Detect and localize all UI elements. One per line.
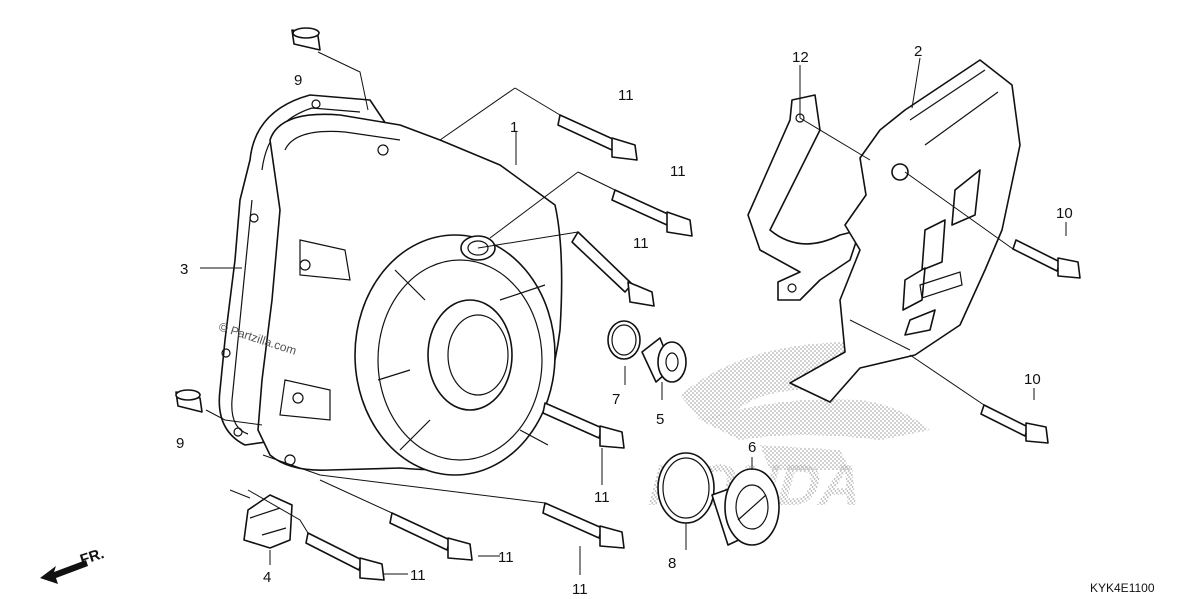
dowel-pin-part-9a [291, 27, 321, 51]
leader-lines [200, 51, 1067, 575]
bolt-part-11g [305, 532, 385, 581]
bolt-part-10b [980, 404, 1049, 444]
callout-11e: 11 [498, 549, 514, 566]
callout-labels: 1 2 3 4 5 6 7 8 9 9 10 10 11 11 11 11 11… [176, 43, 1073, 598]
gasket-part-12 [747, 94, 861, 301]
callout-10b: 10 [1024, 371, 1041, 388]
callout-11f: 11 [410, 567, 426, 584]
bolt-part-11c [571, 231, 655, 307]
dowel-pin-part-9b [175, 389, 203, 413]
callout-4: 4 [263, 569, 271, 586]
side-cover-part-2 [789, 59, 1021, 403]
callout-7: 7 [612, 391, 620, 408]
callout-9a: 9 [294, 72, 302, 89]
callout-9b: 9 [176, 435, 184, 452]
callout-2: 2 [914, 43, 922, 60]
bolt-part-10a [1012, 239, 1081, 279]
callout-11c: 11 [633, 235, 649, 252]
callout-11a: 11 [618, 87, 634, 104]
callout-11d: 11 [594, 489, 610, 506]
bolt-part-11f [389, 512, 473, 561]
bolt-part-11e [542, 502, 625, 549]
callout-5: 5 [656, 411, 664, 428]
callout-11g: 11 [572, 581, 588, 598]
bolt-part-11b [611, 189, 693, 237]
o-ring-part-8 [657, 452, 715, 524]
callout-12: 12 [792, 49, 809, 66]
front-direction-marker: FR. [40, 545, 106, 584]
o-ring-part-7 [607, 320, 641, 360]
crankcase-cover-part-1 [257, 113, 563, 476]
diagram-code: KYK4E1100 [1090, 581, 1155, 595]
callout-6: 6 [748, 439, 756, 456]
front-arrow-icon [40, 560, 88, 584]
clamp-part-4 [243, 494, 293, 549]
callout-8: 8 [668, 555, 676, 572]
large-plug-cap-part-6 [711, 468, 780, 546]
callout-10a: 10 [1056, 205, 1073, 222]
callout-3: 3 [180, 261, 188, 278]
callout-11b: 11 [670, 163, 686, 180]
bolt-part-11a [557, 114, 638, 161]
plug-cap-part-5 [641, 337, 687, 383]
front-direction-label: FR. [78, 545, 106, 569]
bolt-part-11d [542, 402, 625, 449]
callout-1: 1 [510, 119, 518, 136]
